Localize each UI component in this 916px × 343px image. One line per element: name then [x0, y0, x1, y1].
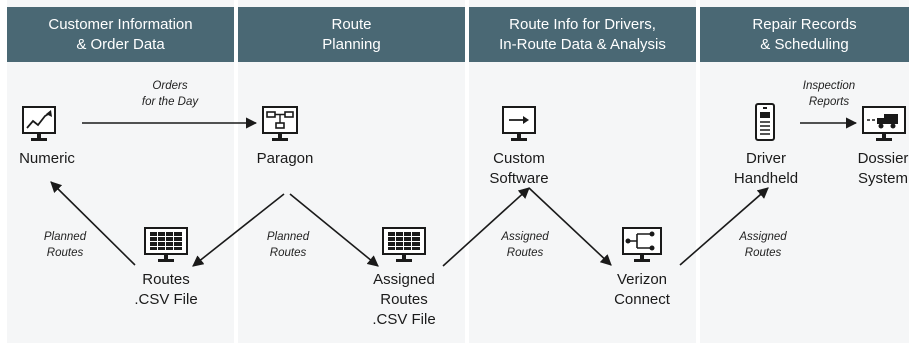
node-label: Connect	[614, 291, 670, 308]
header-line: Planning	[322, 35, 381, 53]
node-label: Software	[489, 170, 549, 187]
header-line: Repair Records	[752, 15, 857, 33]
node-label: Verizon	[616, 271, 668, 288]
edge-custom-to-verizon	[528, 187, 612, 266]
header-line: & Scheduling	[760, 35, 849, 53]
trend-chart-monitor-icon	[22, 106, 56, 147]
header-line: Route	[331, 15, 372, 33]
node-label: Numeric	[19, 150, 75, 167]
edge-label-line: Routes	[744, 247, 782, 259]
header-route-planning: Route Planning	[238, 7, 465, 62]
node-dossier-system: Dossier System	[850, 149, 916, 189]
node-assigned-routes-csv: Assigned Routes .CSV File	[359, 270, 449, 330]
node-numeric: Numeric	[2, 149, 92, 169]
node-routes-csv: Routes .CSV File	[121, 270, 211, 310]
node-custom-software: Custom Software	[474, 149, 564, 189]
header-route-info: Route Info for Drivers, In-Route Data & …	[469, 7, 696, 62]
spreadsheet-monitor-icon	[382, 227, 426, 268]
edge-label-line: Planned	[266, 231, 310, 243]
node-label: Routes	[142, 271, 190, 288]
node-driver-handheld: Driver Handheld	[721, 149, 811, 189]
truck-monitor-icon	[862, 106, 906, 147]
network-monitor-icon	[622, 227, 662, 268]
header-line: In-Route Data & Analysis	[499, 35, 666, 53]
node-paragon: Paragon	[240, 149, 330, 169]
header-line: & Order Data	[76, 35, 165, 53]
edge-label-line: Inspection	[802, 80, 856, 92]
node-label: Driver	[746, 150, 786, 167]
edge-verizon-to-handheld	[679, 187, 769, 266]
edge-label-line: for the Day	[141, 96, 199, 108]
edge-label-inspection: Inspection Reports	[784, 78, 874, 110]
edge-label-line: Reports	[808, 96, 850, 108]
edge-paragon-to-routes	[192, 193, 285, 267]
header-line: Route Info for Drivers,	[509, 15, 656, 33]
node-verizon-connect: Verizon Connect	[597, 270, 687, 310]
edge-label-line: Planned	[43, 231, 87, 243]
node-label: Routes	[380, 291, 428, 308]
edge-label-line: Routes	[506, 247, 544, 259]
edge-assigned-to-custom	[442, 187, 530, 267]
arrow-monitor-icon	[502, 106, 536, 147]
edge-paragon-to-assigned	[289, 193, 379, 267]
node-label: .CSV File	[372, 311, 436, 328]
edge-label-line: Assigned	[501, 231, 549, 243]
node-label: .CSV File	[134, 291, 198, 308]
edge-label-line: Orders	[152, 80, 188, 92]
edge-label-assigned-mid: Assigned Routes	[480, 229, 570, 261]
header-line: Customer Information	[48, 15, 193, 33]
node-label: Dossier	[857, 150, 909, 167]
edge-label-planned-left: Planned Routes	[20, 229, 110, 261]
edge-label-line: Routes	[46, 247, 84, 259]
node-label: Handheld	[733, 170, 799, 187]
header-repair-records: Repair Records & Scheduling	[700, 7, 909, 62]
edge-label-line: Routes	[269, 247, 307, 259]
node-label: Assigned	[373, 271, 435, 288]
edge-label-orders: Orders for the Day	[125, 78, 215, 110]
edge-label-assigned-right: Assigned Routes	[718, 229, 808, 261]
header-customer-information: Customer Information & Order Data	[7, 7, 234, 62]
edge-routes-to-numeric	[50, 181, 136, 266]
node-label: System	[857, 170, 908, 187]
spreadsheet-monitor-icon	[144, 227, 188, 268]
edge-label-line: Assigned	[739, 231, 787, 243]
flow-monitor-icon	[262, 106, 298, 147]
node-label: Custom	[493, 150, 545, 167]
handheld-device-icon	[755, 103, 775, 146]
node-label: Paragon	[256, 150, 314, 167]
edge-label-planned-mid: Planned Routes	[243, 229, 333, 261]
